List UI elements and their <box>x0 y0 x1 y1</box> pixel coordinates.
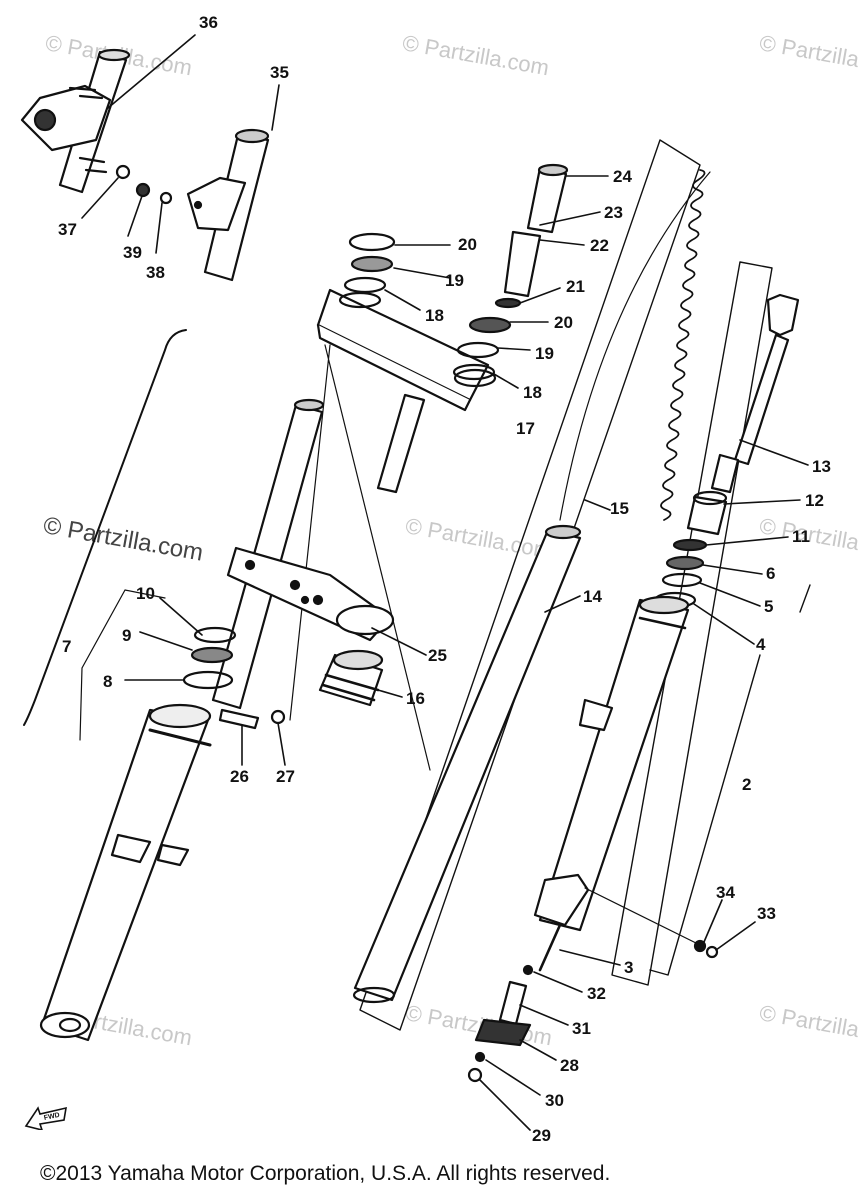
callout-10: 10 <box>136 584 155 603</box>
callout-4: 4 <box>756 635 766 654</box>
callout-25: 25 <box>428 646 447 665</box>
callout-31: 31 <box>572 1019 591 1038</box>
callout-18: 18 <box>523 383 542 402</box>
callout-37: 37 <box>58 220 77 239</box>
callout-38: 38 <box>146 263 165 282</box>
tube-35 <box>186 128 270 282</box>
callout-11: 11 <box>792 527 810 546</box>
lower-bracket-25 <box>226 546 395 642</box>
fwd-arrow-icon: FWD <box>24 1106 67 1130</box>
callout-20: 20 <box>554 313 573 332</box>
callout-34: 34 <box>716 883 735 902</box>
inner-tube-14 <box>352 524 582 1004</box>
bracket-36 <box>20 48 131 194</box>
callout-22: 22 <box>590 236 609 255</box>
callout-26: 26 <box>230 767 249 786</box>
callout-36: 36 <box>199 13 218 32</box>
callout-3: 3 <box>624 958 634 977</box>
callout-24: 24 <box>613 167 632 186</box>
callout-12: 12 <box>805 491 824 510</box>
callout-8: 8 <box>103 672 113 691</box>
callout-7: 7 <box>62 637 72 656</box>
callout-16: 16 <box>406 689 425 708</box>
callout-14: 14 <box>583 587 602 606</box>
damper-rod-13 <box>710 293 800 494</box>
copyright-notice: ©2013 Yamaha Motor Corporation, U.S.A. A… <box>40 1162 611 1185</box>
callout-17: 17 <box>516 419 535 438</box>
callout-33: 33 <box>757 904 776 923</box>
callout-20: 20 <box>458 235 477 254</box>
callout-13: 13 <box>812 457 831 476</box>
left-fork-tube <box>39 393 426 1042</box>
callout-23: 23 <box>604 203 623 222</box>
callout-28: 28 <box>560 1056 579 1075</box>
callout-19: 19 <box>535 344 554 363</box>
callout-29: 29 <box>532 1126 551 1145</box>
callout-30: 30 <box>545 1091 564 1110</box>
callout-39: 39 <box>123 243 142 262</box>
callout-6: 6 <box>766 564 776 583</box>
callout-35: 35 <box>270 63 289 82</box>
callout-27: 27 <box>276 767 295 786</box>
callout-9: 9 <box>122 626 132 645</box>
fwd-label: FWD <box>43 1112 60 1122</box>
upper-bracket-17 <box>316 288 497 412</box>
callout-19: 19 <box>445 271 464 290</box>
callout-2: 2 <box>742 775 752 794</box>
callout-21: 21 <box>566 277 585 296</box>
callout-15: 15 <box>610 499 629 518</box>
callout-32: 32 <box>587 984 606 1003</box>
spring-15 <box>559 169 711 521</box>
outer-tube-2 <box>533 595 690 932</box>
callout-5: 5 <box>764 597 774 616</box>
callout-18: 18 <box>425 306 444 325</box>
